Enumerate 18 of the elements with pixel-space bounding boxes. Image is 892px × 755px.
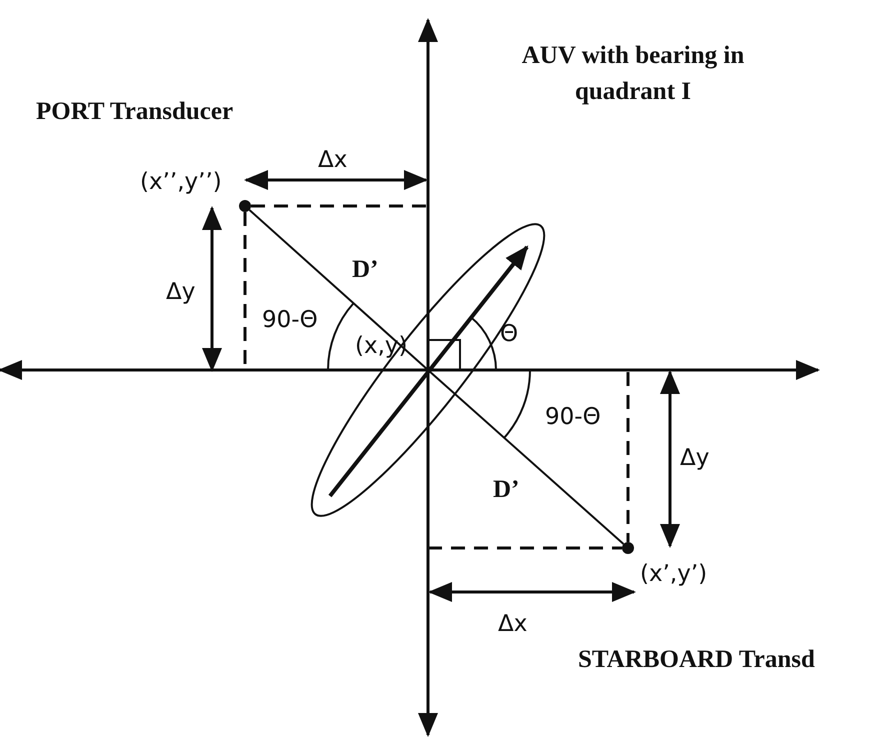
point-label: (x’,y’): [640, 562, 708, 588]
dimension-label: Δx: [318, 148, 348, 174]
connector-line: [427, 369, 624, 545]
edge-label: D’: [493, 476, 520, 504]
dimension-label: Δy: [680, 446, 710, 472]
dimension-label: Δy: [166, 280, 196, 306]
angle-label: 90-Θ: [262, 308, 318, 334]
edge-label: D’: [352, 256, 378, 284]
point-dot: [622, 542, 634, 554]
point-dot: [239, 200, 251, 212]
part-label: PORT Transducer: [36, 98, 234, 126]
connector-line: [248, 209, 429, 371]
point-label: (x’’,y’’): [140, 170, 222, 196]
dimension-label: Δx: [498, 612, 528, 638]
part-label: STARBOARD Transd: [578, 646, 815, 674]
title-label: AUV with bearing in quadrant I: [520, 41, 746, 108]
angle-label: 90-Θ: [545, 405, 601, 430]
angle-label: Θ: [500, 322, 518, 348]
